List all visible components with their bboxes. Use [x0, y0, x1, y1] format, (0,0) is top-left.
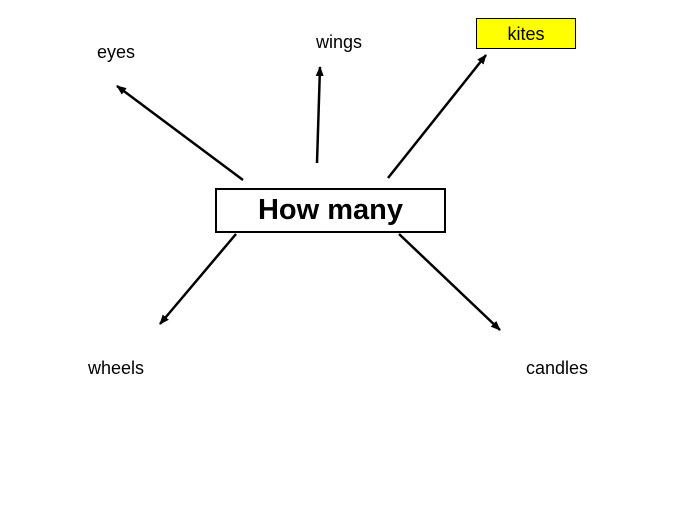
center-label: How many	[257, 194, 404, 226]
arrow-to-wings	[315, 66, 324, 164]
branch-kites-highlighted: kites	[476, 18, 576, 49]
arrow-to-candles	[398, 233, 501, 331]
arrow-to-wheels	[159, 233, 237, 325]
branch-wings: wings	[316, 32, 363, 52]
arrow-to-kites	[387, 54, 487, 179]
branch-candles: candles	[526, 358, 589, 378]
branch-eyes: eyes	[97, 42, 136, 62]
arrow-to-eyes	[116, 84, 244, 182]
branch-wheels: wheels	[88, 358, 145, 378]
center-node: How many	[215, 188, 446, 233]
branch-kites-label: kites	[507, 23, 545, 44]
